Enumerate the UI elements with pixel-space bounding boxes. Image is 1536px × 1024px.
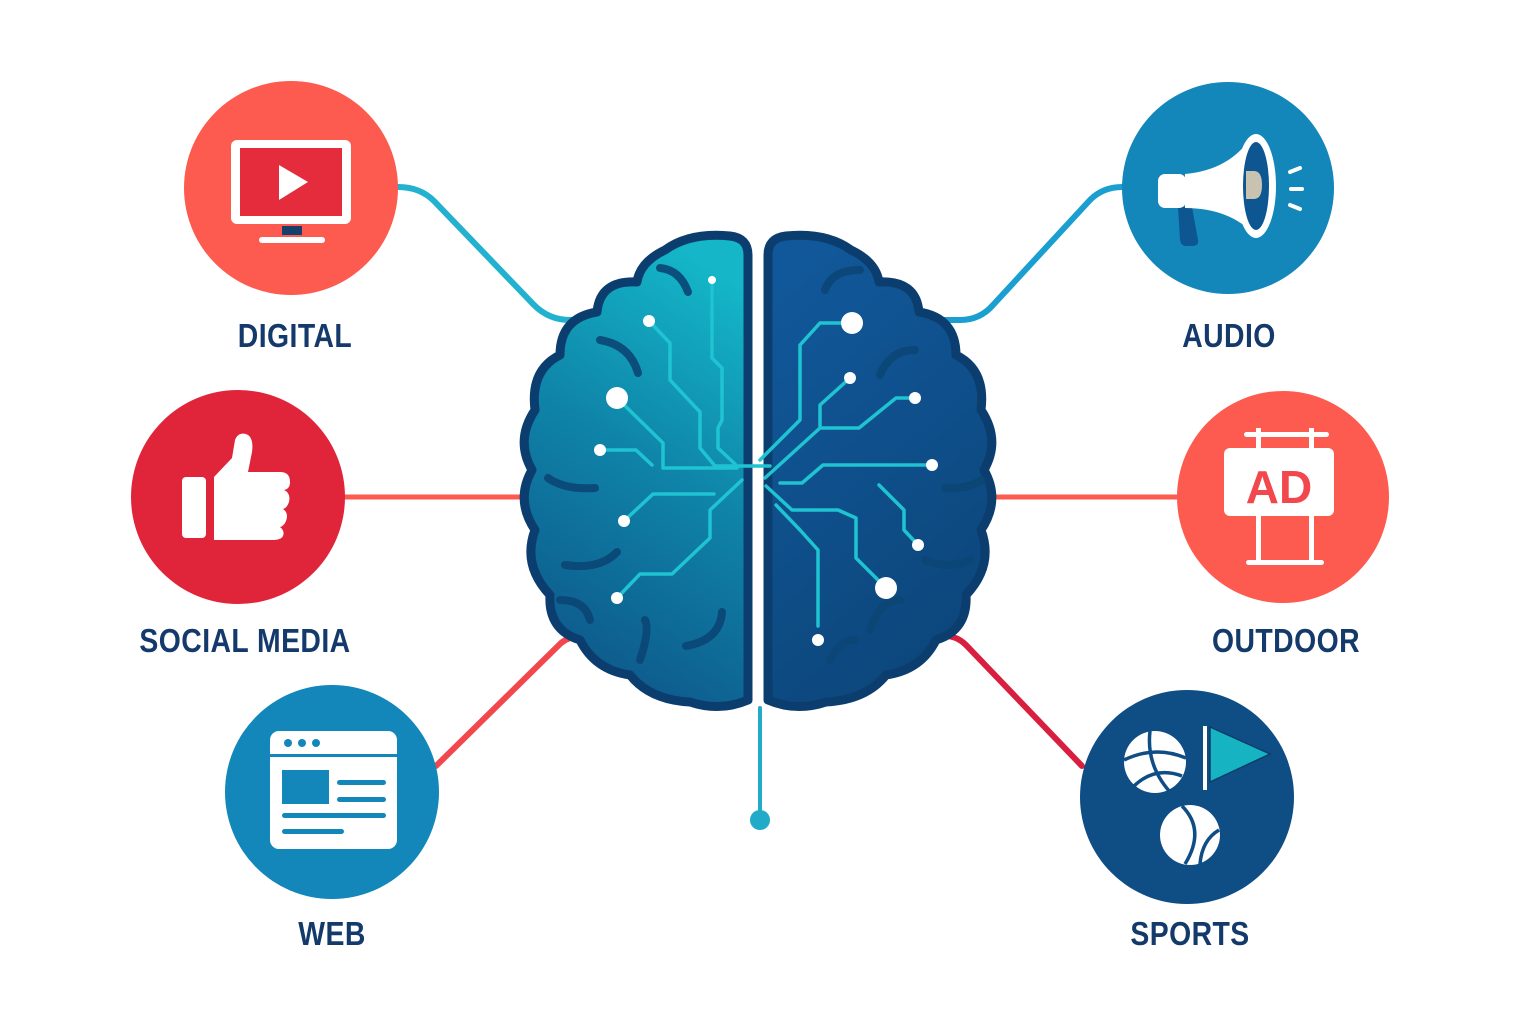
connector-digital	[395, 184, 603, 323]
brain-circuit-icon	[519, 230, 997, 711]
node-audio[interactable]	[1122, 82, 1334, 294]
node-sports-circle	[1080, 690, 1294, 904]
node-label-web: WEB	[298, 915, 366, 952]
node-label-digital: DIGITAL	[237, 317, 353, 354]
thumbs-up-icon	[182, 433, 290, 540]
connector-sports	[922, 633, 1085, 769]
node-social-media[interactable]	[131, 390, 345, 604]
connector-audio	[927, 184, 1125, 323]
node-web[interactable]	[225, 685, 439, 899]
browser-window-icon	[270, 731, 397, 849]
connectors	[339, 184, 1183, 830]
brain-circuit-nodes	[594, 276, 938, 646]
brain-right-hemisphere	[763, 230, 997, 711]
node-label-sports: SPORTS	[1130, 915, 1250, 952]
sports-balls-flag-icon	[1123, 725, 1272, 865]
node-label-audio: AUDIO	[1182, 317, 1276, 354]
node-outdoor[interactable]: AD	[1177, 391, 1389, 603]
pin-dot-icon	[750, 810, 770, 830]
megaphone-icon	[1158, 134, 1304, 246]
connector-web	[433, 633, 603, 769]
node-label-social-media: SOCIAL MEDIA	[139, 622, 351, 659]
tv-play-icon	[231, 140, 351, 243]
node-digital[interactable]	[184, 81, 398, 295]
node-label-outdoor: OUTDOOR	[1211, 622, 1361, 659]
billboard-ad-text: AD	[1246, 461, 1312, 513]
brain-left-hemisphere	[519, 230, 753, 711]
node-sports[interactable]	[1080, 690, 1294, 904]
brain-folds	[544, 264, 986, 664]
billboard-ad-icon: AD	[1224, 428, 1334, 565]
brain-circuit-traces	[598, 278, 934, 628]
